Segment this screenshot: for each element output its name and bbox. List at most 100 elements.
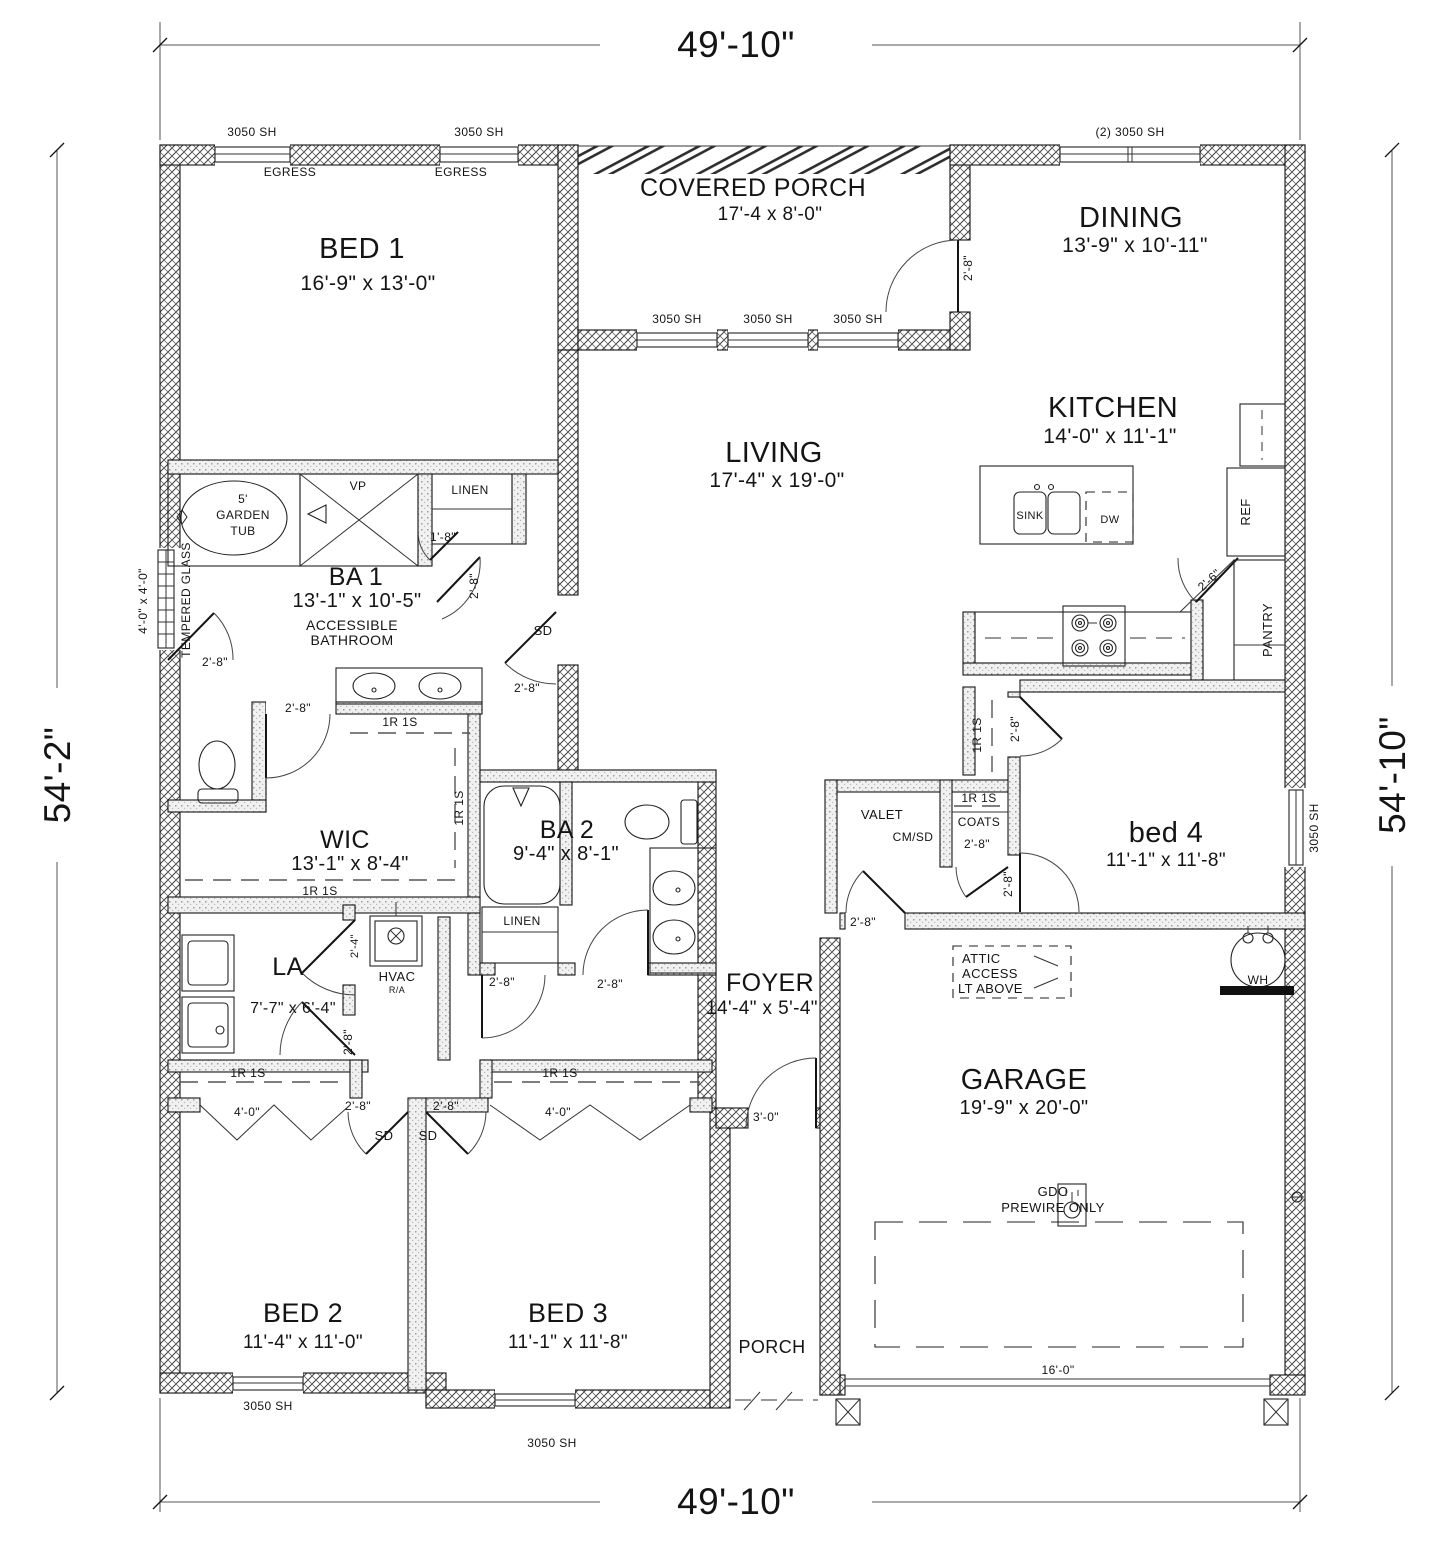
window-size-label: 4'-0" x 4'-0" (136, 568, 150, 634)
door-size: 2'-8" (514, 681, 540, 695)
dimension-bottom: 49'-10" (152, 1398, 1308, 1522)
bed1-window-2: 3050 SH EGRESS (435, 125, 519, 179)
hvac-door-label: 2'-4" (349, 934, 361, 958)
pantry-label: PANTRY (1260, 603, 1275, 657)
dim-top-label: 49'-10" (677, 24, 795, 65)
room-wic-size: 13'-1" x 8'-4" (291, 853, 409, 875)
room-wic: WIC (320, 826, 370, 854)
door-size: 2'-8" (467, 573, 481, 599)
room-ba1-size: 13'-1" x 10'-5" (292, 590, 421, 612)
tub-label: TUB (230, 524, 255, 538)
bed4-entry-door: 2'-8" (1001, 852, 1080, 913)
room-garage: GARAGE (961, 1064, 1088, 1096)
door-size: 2'-8" (433, 1099, 459, 1113)
sd-label: SD (534, 623, 553, 638)
room-dining-size: 13'-9" x 10'-11" (1062, 234, 1208, 257)
washer-dryer (181, 934, 235, 1054)
tempered-glass-label: TEMPERED GLASS (179, 542, 193, 658)
valet-area: VALET CM/SD (861, 807, 933, 844)
room-bed3-size: 11'-1" x 11'-8" (508, 1332, 628, 1353)
pantry: PANTRY (1179, 559, 1286, 681)
ba2-linen-door: 2'-8" (481, 974, 546, 1039)
sink-label: SINK (1016, 510, 1044, 522)
room-dining: DINING (1079, 202, 1183, 234)
room-bed4: bed 4 (1129, 817, 1204, 849)
door-size: 1'-8" (430, 530, 456, 544)
room-bed4-size: 11'-1" x 11'-8" (1106, 850, 1226, 871)
wh-label: WH (1248, 973, 1269, 987)
garden-tub: 5' GARDEN TUB (167, 473, 301, 567)
ba1-toilet (197, 740, 239, 804)
porch-roof-hatch (578, 145, 955, 174)
dimension-top: 49'-10" (152, 22, 1308, 140)
coats-closet: 1R 1S COATS (952, 791, 1008, 829)
rod-label: 1R 1S (382, 715, 417, 729)
room-garage-size: 19'-9" x 20'-0" (959, 1097, 1088, 1119)
doors: 2'-8" 3'-0" 2'-8" 2'-8" 1'-8" 2'-8" SD 2… (167, 239, 1239, 1155)
bed1-window-1: 3050 SH EGRESS (214, 125, 316, 179)
front-door: 3'-0" (745, 1057, 817, 1129)
room-bed1-size: 16'-9" x 13'-0" (300, 272, 435, 295)
shower-label: VP (350, 479, 367, 493)
egress-label: EGRESS (435, 165, 487, 179)
room-porch: PORCH (738, 1337, 805, 1357)
rod-label: 1R 1S (970, 717, 984, 752)
living-hall-door: SD 2'-8" (504, 611, 557, 695)
window-label: 3050 SH (652, 312, 702, 326)
bed3-window: 3050 SH (494, 1388, 577, 1450)
door-size: 2'-8" (1001, 871, 1015, 897)
door-size: 2'-8" (850, 915, 876, 929)
bed3-bifold: 4'-0" (489, 1104, 691, 1141)
door-size: 2'-8" (345, 1099, 371, 1113)
valet-label: VALET (861, 807, 903, 822)
window-label: 3050 SH (243, 1399, 293, 1413)
ba2-entry-door: 2'-8" (582, 909, 649, 991)
dw-label: DW (1100, 514, 1119, 526)
ba2-toilet (624, 799, 698, 845)
garage-door: 16'-0" (845, 1363, 1270, 1387)
window-label: 3050 SH (527, 1436, 577, 1450)
ba1-vanity (335, 667, 483, 705)
room-la: LA (272, 953, 303, 981)
porch-window-1: 3050 SH (636, 312, 718, 353)
room-foyer-size: 14'-4" x 5'-4" (706, 998, 818, 1019)
ba2-tub (483, 785, 561, 905)
room-bed2: BED 2 (263, 1298, 343, 1328)
ba2-vanity (649, 847, 717, 974)
room-kitchen-size: 14'-0" x 11'-1" (1043, 425, 1177, 448)
tub-label: GARDEN (216, 508, 270, 522)
door-size: 2'-4" (349, 934, 361, 958)
room-ba1: BA 1 (329, 563, 383, 591)
hvac-label: HVAC (379, 969, 416, 984)
kitchen-counter (974, 605, 1192, 667)
hvac-unit: HVAC R/A (369, 902, 423, 995)
room-ba1-note: BATHROOM (310, 632, 393, 648)
ref-label: REF (1238, 498, 1253, 525)
windows: 3050 SH EGRESS 3050 SH EGRESS (2) 3050 S… (136, 125, 1321, 1450)
window-label: 3050 SH (743, 312, 793, 326)
attic-access: ATTIC ACCESS LT ABOVE (952, 945, 1072, 999)
rod-label: 1R 1S (961, 791, 996, 805)
ra-label: R/A (389, 985, 405, 995)
room-covered-porch: COVERED PORCH (640, 174, 866, 202)
door-size: 2'-8" (961, 255, 975, 281)
porch-posts (835, 1398, 1289, 1426)
room-ba1-note: ACCESSIBLE (306, 617, 398, 633)
gdo-label: PREWIRE ONLY (1001, 1200, 1105, 1215)
bed4-window: 3050 SH (1283, 788, 1321, 867)
gdo: GDO PREWIRE ONLY (1001, 1183, 1105, 1227)
hall-garage-door: 2'-8" (845, 870, 906, 929)
room-labels: BED 1 16'-9" x 13'-0" COVERED PORCH 17'-… (243, 174, 1226, 1357)
room-ba2-size: 9'-4" x 8'-1" (513, 843, 619, 865)
garage-door-size: 16'-0" (1042, 1363, 1075, 1377)
rod-label: 1R 1S (452, 790, 466, 825)
egress-label: EGRESS (264, 165, 316, 179)
rod-label: 1R 1S (542, 1066, 577, 1080)
room-kitchen: KITCHEN (1048, 392, 1178, 424)
rod-label: 1R 1S (230, 1066, 265, 1080)
wic-rods: 1R 1S 1R 1S 1R 1S (185, 715, 470, 898)
attic-label: ACCESS (962, 966, 1018, 981)
cmsd-label: CM/SD (893, 830, 934, 844)
porch-window-2: 3050 SH (727, 312, 809, 353)
